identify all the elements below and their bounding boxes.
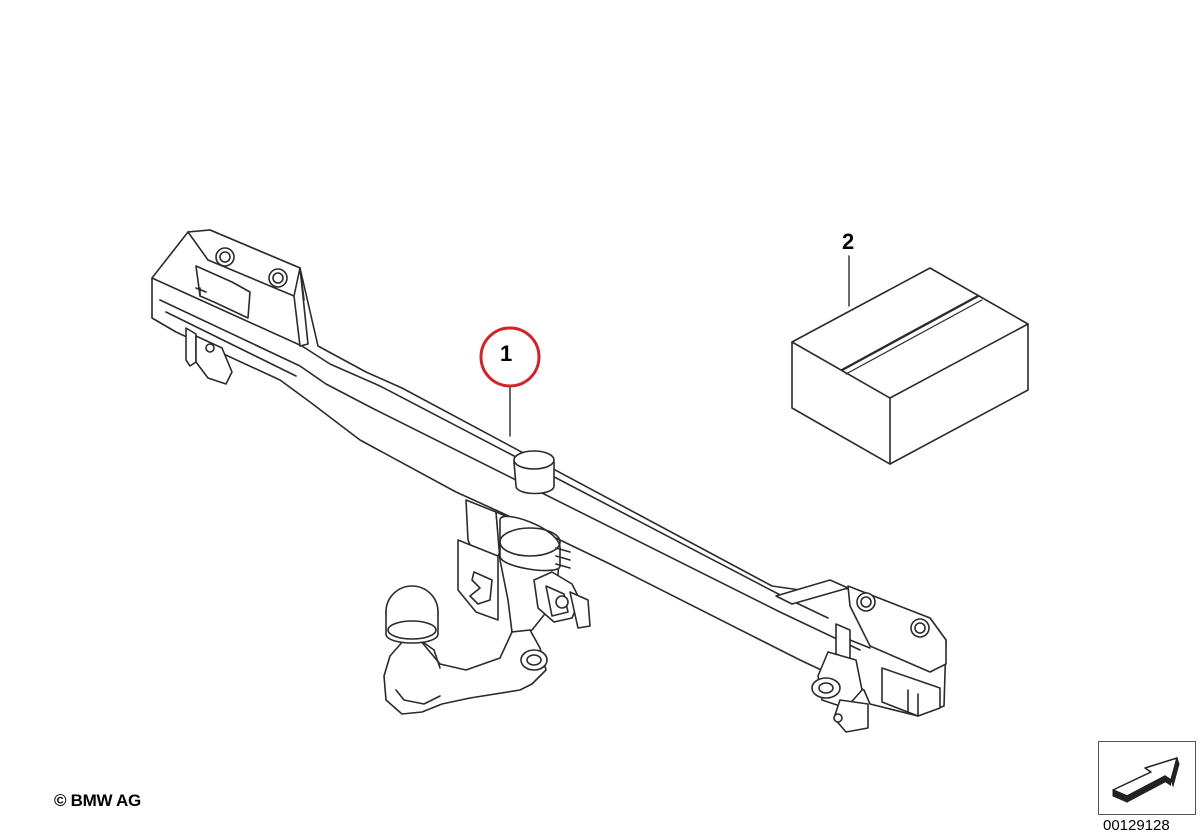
callout-1-marker[interactable] [479, 326, 541, 437]
tow-bar-crossbeam[interactable] [151, 229, 947, 733]
diagram-number: 00129128 [1103, 817, 1170, 834]
copyright-text: © BMW AG [54, 791, 141, 810]
callout-label-2[interactable]: 2 [842, 229, 855, 254]
parts-box[interactable] [791, 267, 1029, 465]
next-diagram-button[interactable] [1098, 741, 1196, 815]
arrow-next-icon [1112, 756, 1180, 803]
callout-label-1[interactable]: 1 [500, 341, 513, 366]
tow-ball-assembly[interactable] [383, 499, 591, 715]
